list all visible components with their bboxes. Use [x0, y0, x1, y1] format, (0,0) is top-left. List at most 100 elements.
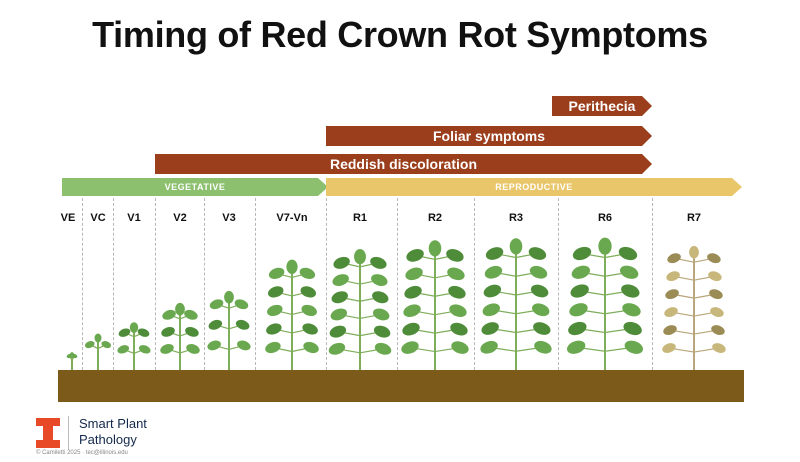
- stage-divider: [474, 198, 475, 370]
- symptom-bar-label: Reddish discoloration: [329, 156, 477, 172]
- stage-label-r1: R1: [352, 212, 368, 224]
- plant-leaf: [186, 344, 200, 354]
- plant-leaf: [268, 267, 285, 280]
- plant-leaf: [621, 284, 640, 298]
- plant-leaf: [571, 265, 591, 279]
- plant-leaf: [69, 352, 75, 358]
- plant-leaf: [138, 345, 151, 354]
- plant-leaf: [328, 342, 346, 355]
- plant-leaf: [101, 341, 112, 349]
- plant-leaf: [374, 342, 392, 355]
- plant-leaf: [354, 248, 366, 265]
- plant-leaf: [534, 340, 552, 354]
- symptom-bar-perithecia: Perithecia: [552, 96, 652, 116]
- plant-leaf: [117, 345, 130, 354]
- plant-leaf: [618, 246, 638, 261]
- plant-leaf: [428, 240, 442, 257]
- page-title: Timing of Red Crown Rot Symptoms: [92, 14, 708, 55]
- plant-leaf: [94, 333, 102, 343]
- phase-label: VEGETATIVE: [164, 182, 226, 192]
- phase-reproductive: REPRODUCTIVE: [326, 178, 742, 196]
- plant-leaf: [622, 303, 641, 317]
- brand-name-line1: Smart Plant: [79, 416, 147, 431]
- plant-leaf: [299, 267, 316, 280]
- plant-leaf: [303, 341, 319, 354]
- stage-label-v7-vn: V7-Vn: [276, 212, 308, 224]
- plant-leaf: [371, 274, 388, 287]
- plant-leaf: [598, 237, 612, 255]
- stage-divider: [558, 198, 559, 370]
- stage-divider: [204, 198, 205, 370]
- phase-label: REPRODUCTIVE: [495, 182, 573, 192]
- plant-leaf: [484, 265, 503, 279]
- plant-leaf: [162, 309, 176, 320]
- plant-leaf: [663, 325, 677, 335]
- symptom-bar-label: Perithecia: [568, 98, 636, 114]
- plant-leaf: [370, 256, 387, 269]
- phase-vegetative: VEGETATIVE: [62, 178, 328, 196]
- plant-leaf: [224, 290, 234, 304]
- stage-divider: [113, 198, 114, 370]
- plant-leaf: [446, 249, 464, 262]
- plant-leaf: [482, 303, 500, 317]
- plant-leaf: [709, 289, 723, 300]
- plant-leaf: [402, 322, 420, 336]
- stage-label-r7: R7: [686, 212, 702, 224]
- plant-leaf: [330, 308, 348, 321]
- plant-leaf: [566, 340, 586, 354]
- plant-leaf: [302, 323, 318, 335]
- plant-leaf: [712, 343, 726, 353]
- plant-leaf: [161, 326, 175, 337]
- plant-leaf: [137, 328, 150, 337]
- plant-leaf: [447, 267, 465, 281]
- plant-leaf: [184, 309, 198, 320]
- soil-ground: [58, 370, 744, 402]
- plant-leaf: [570, 284, 589, 298]
- symptom-bar-foliar: Foliar symptoms: [326, 126, 652, 146]
- plant-leaf: [624, 340, 644, 354]
- plant-leaf: [266, 323, 282, 335]
- stage-label-ve: VE: [60, 212, 76, 224]
- stage-divider: [397, 198, 398, 370]
- plant-leaf: [175, 302, 185, 316]
- stage-divider: [155, 198, 156, 370]
- plant-leaf: [480, 340, 498, 354]
- plant-leaf: [286, 259, 298, 274]
- plant-leaf: [689, 245, 699, 259]
- stage-label-r2: R2: [427, 212, 443, 224]
- plant-leaf: [300, 286, 317, 298]
- plant-leaf: [185, 326, 199, 337]
- plant-leaf: [235, 319, 250, 330]
- plant-leaf: [372, 291, 389, 304]
- copyright-text: © Camiletti 2025 · tec@illinois.edu: [36, 450, 128, 456]
- plant-leaf: [448, 285, 466, 299]
- plant-leaf: [373, 325, 391, 338]
- plant-leaf: [509, 238, 523, 255]
- plant-leaf: [449, 304, 467, 317]
- symptom-bar-label: Foliar symptoms: [432, 128, 546, 144]
- plant-leaf: [301, 304, 317, 317]
- brand-name-line2: Pathology: [79, 432, 137, 447]
- plant-leaf: [404, 285, 422, 299]
- plant-leaf: [667, 253, 681, 264]
- stage-divider: [652, 198, 653, 370]
- plant-leaf: [208, 319, 223, 330]
- plant-leaf: [403, 304, 421, 317]
- plant-leaf: [528, 247, 547, 260]
- plant-leaf: [160, 344, 174, 354]
- plant-leaf: [483, 284, 502, 298]
- plant-leaf: [707, 253, 721, 264]
- stage-label-r6: R6: [597, 212, 613, 224]
- plant-leaf: [710, 307, 724, 317]
- illinois-block-i-icon: [36, 418, 60, 448]
- plant-leaf: [333, 256, 350, 269]
- plant-leaf: [405, 267, 423, 281]
- plant-leaf: [329, 325, 347, 338]
- plant-leaf: [372, 308, 390, 321]
- plant-leaf: [664, 307, 678, 317]
- plant-leaf: [532, 303, 550, 317]
- plant-leaf: [118, 328, 131, 337]
- plant-leaf: [237, 340, 251, 351]
- stage-label-v2: V2: [173, 212, 187, 224]
